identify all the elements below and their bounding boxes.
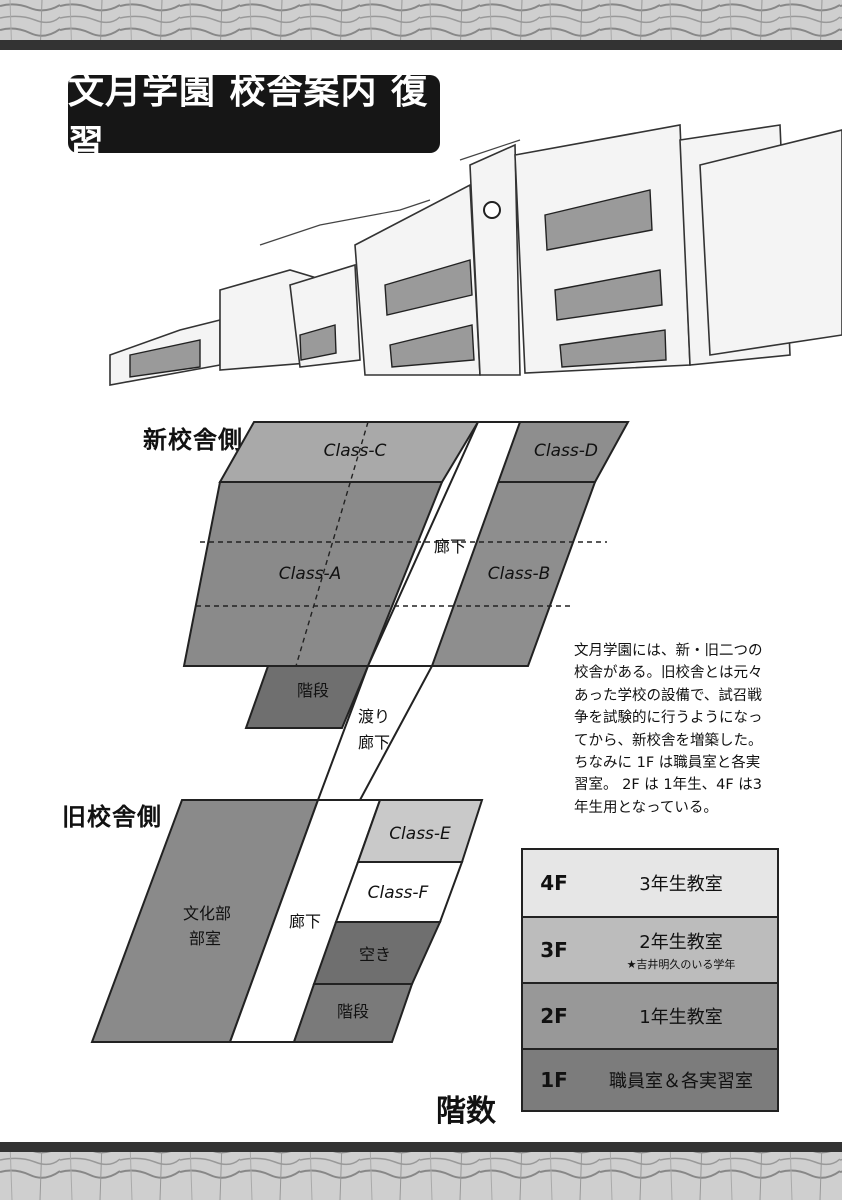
label-stairs-new: 階段 (297, 681, 329, 700)
description-line: 年生用となっている。 (574, 799, 718, 816)
label-class-c: Class-C (324, 441, 387, 461)
floor-row-3f: 3F 2年生教室 ★吉井明久のいる学年 (523, 918, 777, 984)
label-corridor-new: 廊下 (434, 537, 466, 556)
floor-description: 2年生教室 (639, 932, 723, 953)
floor-number: 1F (540, 1068, 568, 1092)
floor-description: 3年生教室 (639, 874, 723, 895)
label-club-2: 部室 (189, 929, 221, 948)
room-stairs-old (292, 983, 414, 1043)
description-line: 習室。 2F は 1年生、4F は3 (574, 777, 763, 794)
label-class-a: Class-A (279, 564, 342, 584)
description-line: 文月学園には、新・旧二つの (574, 643, 763, 659)
floor-row-1f: 1F 職員室＆各実習室 (523, 1050, 777, 1110)
label-empty: 空き (359, 945, 391, 964)
floor-description: 職員室＆各実習室 (609, 1071, 753, 1092)
description-line: 争を試験的に行うようになっ (574, 710, 763, 727)
description-line: てから、新校舎を増築した。 (574, 732, 763, 749)
label-class-f: Class-F (368, 883, 429, 903)
label-class-e: Class-E (389, 824, 451, 844)
label-stairs-old: 階段 (337, 1002, 369, 1021)
bottom-wood-border (0, 1142, 842, 1200)
school-building-illustration (109, 124, 842, 386)
floor-number: 3F (540, 938, 568, 962)
room-stairs-new (244, 665, 370, 729)
label-class-b: Class-B (488, 564, 551, 584)
description-line: ちなみに 1F は職員室と各実 (574, 755, 761, 772)
description-text: 文月学園には、新・旧二つの 校舎がある。旧校舎とは元々 あった学校の設備で、試召… (574, 640, 810, 819)
floor-number: 4F (540, 871, 568, 895)
page-title-text: 文月学園 校舎案内 復習 (68, 71, 429, 164)
top-wood-border (0, 0, 842, 50)
floor-description-block: 2年生教室 ★吉井明久のいる学年 (585, 928, 777, 972)
floor-row-4f: 4F 3年生教室 (523, 850, 777, 918)
description-line: あった学校の設備で、試召戦 (574, 687, 762, 704)
floor-number: 2F (540, 1004, 568, 1028)
label-bridge-2: 廊下 (358, 733, 390, 752)
floor-table: 4F 3年生教室 3F 2年生教室 ★吉井明久のいる学年 2F 1年生教室 1F… (521, 848, 779, 1112)
description-line: 校舎がある。旧校舎とは元々 (574, 665, 763, 682)
floor-table-label: 階数 (436, 1094, 496, 1129)
label-corridor-old: 廊下 (289, 912, 321, 931)
new-building-label: 新校舎側 (143, 426, 243, 454)
label-class-d: Class-D (534, 441, 598, 461)
old-building-label: 旧校舎側 (62, 803, 162, 831)
floor-note: ★吉井明久のいる学年 (626, 958, 736, 971)
floor-row-2f: 2F 1年生教室 (523, 984, 777, 1050)
floor-description: 1年生教室 (639, 1007, 723, 1028)
page-title: 文月学園 校舎案内 復習 (68, 71, 440, 164)
label-bridge-1: 渡り (358, 707, 390, 726)
label-club-1: 文化部 (183, 904, 231, 923)
